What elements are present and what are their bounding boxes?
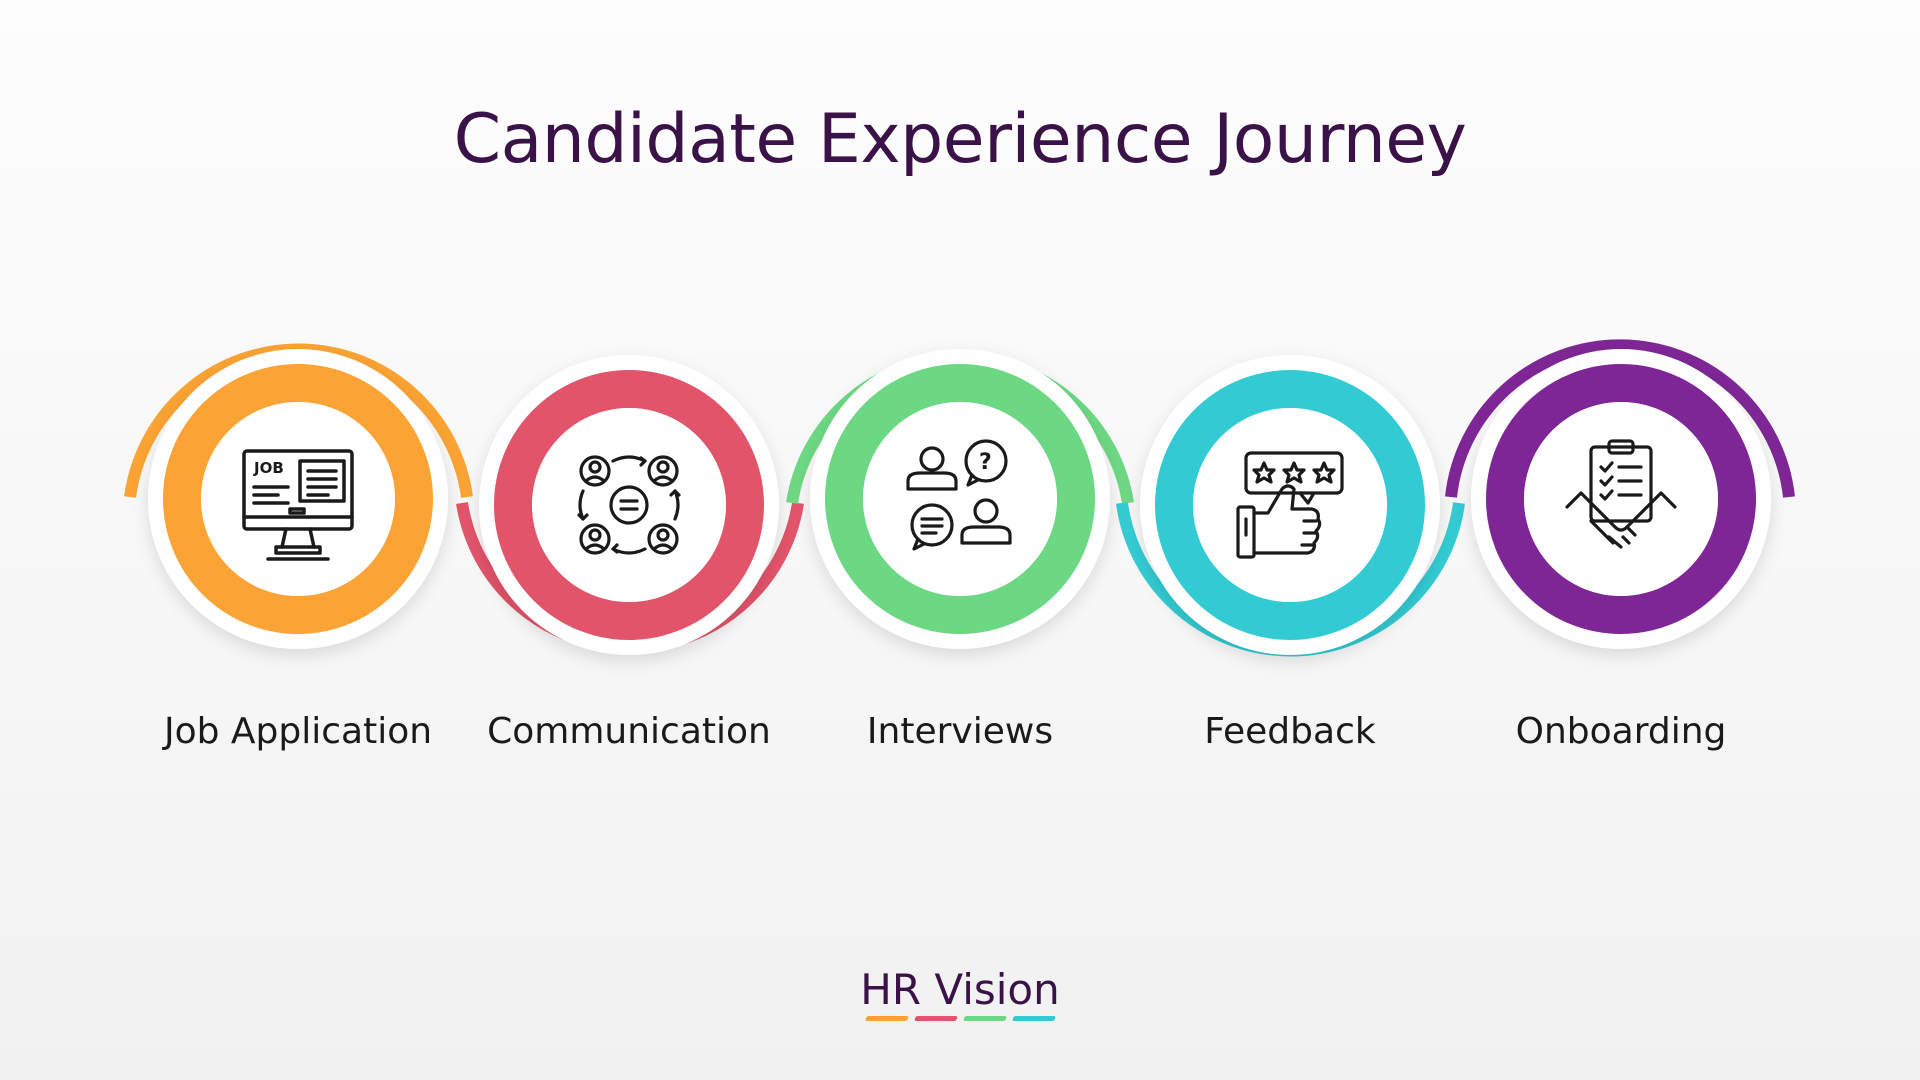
job-application-computer-icon: JOB xyxy=(242,449,354,561)
step-interviews: ? xyxy=(810,349,1110,649)
brand-bar-2 xyxy=(914,1016,958,1021)
page-title: Candidate Experience Journey xyxy=(453,100,1467,179)
svg-text:JOB: JOB xyxy=(253,459,284,477)
communication-people-cycle-icon xyxy=(577,455,681,555)
svg-text:?: ? xyxy=(979,450,992,475)
interview-question-chat-icon: ? xyxy=(906,439,1012,551)
step-label-feedback: Feedback xyxy=(1204,711,1376,752)
step-label-job-application: Job Application xyxy=(163,711,433,752)
step-communication xyxy=(479,355,779,655)
brand-bar-1 xyxy=(865,1016,909,1021)
brand-bar-4 xyxy=(1012,1016,1056,1021)
onboarding-clipboard-handshake-icon xyxy=(1565,439,1677,549)
journey-arc-5 xyxy=(1445,339,1795,498)
step-label-communication: Communication xyxy=(487,711,771,752)
step-feedback xyxy=(1140,355,1440,655)
step-onboarding xyxy=(1471,349,1771,649)
feedback-thumbs-up-stars-icon xyxy=(1236,451,1344,559)
step-job-application: JOB xyxy=(148,349,448,649)
brand-bar-3 xyxy=(963,1016,1007,1021)
step-label-interviews: Interviews xyxy=(866,711,1054,752)
brand-logo-text: HR Vision xyxy=(860,965,1060,1014)
step-label-onboarding: Onboarding xyxy=(1515,711,1727,752)
